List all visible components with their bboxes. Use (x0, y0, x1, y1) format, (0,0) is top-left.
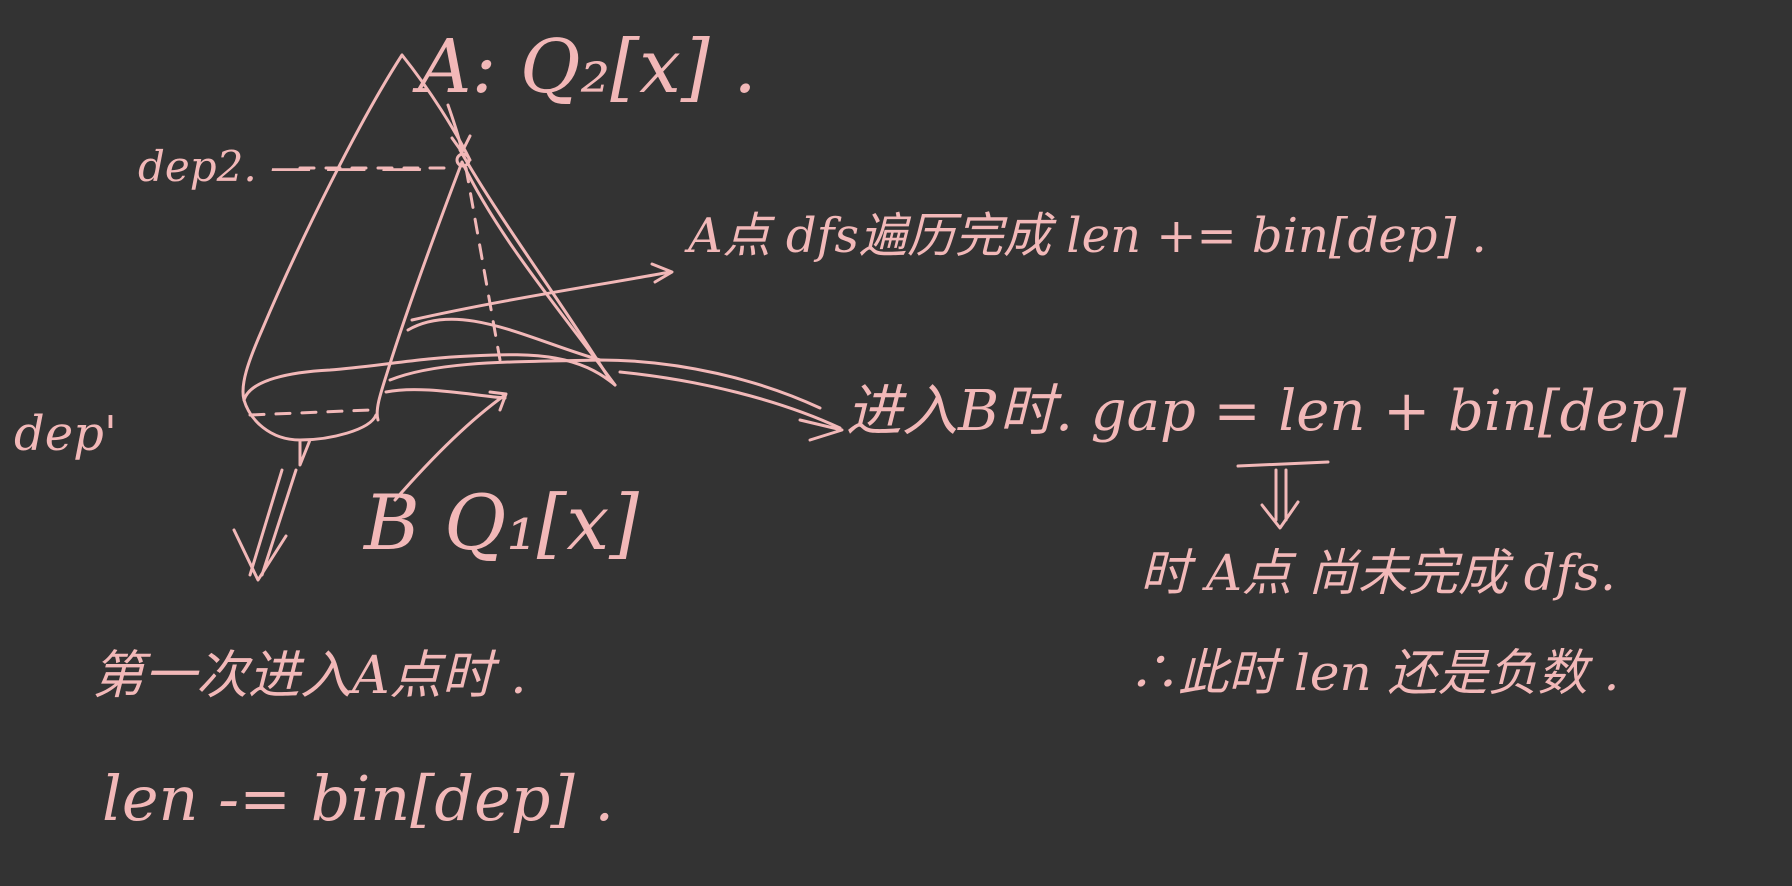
node-a-marker (455, 152, 471, 168)
inner-triangle (375, 160, 617, 422)
slab-lower-line (384, 388, 507, 400)
arrow-to-dfs-done (410, 262, 674, 322)
level-bowl (242, 353, 617, 467)
first-enter-a-note: 第一次进入A点时 . (92, 646, 527, 706)
a-dashed-axis (464, 166, 502, 362)
len-underline (1236, 460, 1330, 468)
len-minus-equation: len -= bin[dep] . (102, 762, 615, 835)
slab-top-line (406, 317, 602, 362)
slab-mid-line (388, 358, 822, 410)
dep-label: dep' (14, 406, 118, 462)
level-dashed-line (248, 408, 372, 417)
a-dfs-done-note: A点 dfs遍历完成 len += bin[dep] . (688, 208, 1487, 264)
arrow-to-enter-b (618, 370, 844, 442)
node-b-label: B Q₁[x] (364, 478, 639, 567)
b-pointer-arrow (393, 390, 508, 502)
enter-b-gap-note: 进入B时. gap = len + bin[dep] (846, 379, 1687, 444)
a-not-done-note: 时 A点 尚未完成 dfs. (1140, 544, 1616, 602)
a-pointer-arrow (446, 103, 472, 154)
len-down-arrow (1260, 468, 1300, 530)
node-a-label: A: Q₂[x] . (418, 24, 757, 110)
down-double-arrow (232, 468, 298, 582)
dep2-label: dep2. — — — (138, 142, 423, 191)
len-negative-note: ∴此时 len 还是负数 . (1128, 644, 1620, 702)
